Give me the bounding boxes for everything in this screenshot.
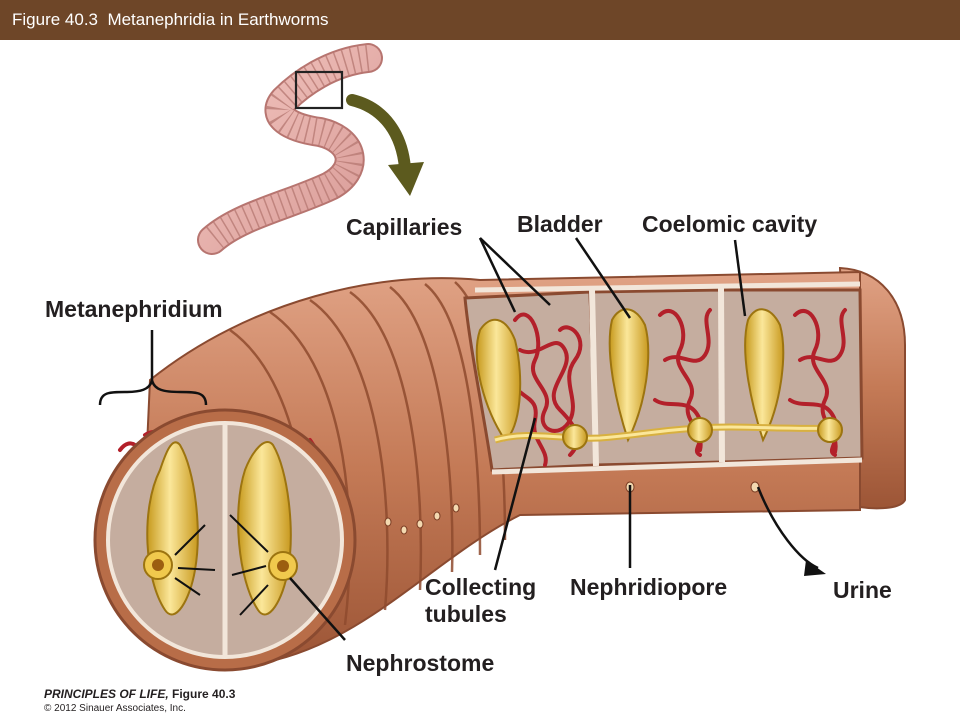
- book-title: PRINCIPLES OF LIFE: [44, 687, 166, 701]
- label-collecting-tubules-1: Collecting: [425, 574, 537, 600]
- back-nephridia: [475, 308, 843, 450]
- credit-block: PRINCIPLES OF LIFE, Figure 40.3 © 2012 S…: [44, 687, 235, 714]
- label-urine: Urine: [833, 577, 892, 603]
- cross-section: [93, 408, 357, 672]
- figure-title: Figure 40.3 Metanephridia in Earthworms: [12, 10, 329, 29]
- label-coelomic-cavity: Coelomic cavity: [642, 211, 818, 237]
- label-nephrostome: Nephrostome: [346, 650, 495, 676]
- book-figure: Figure 40.3: [172, 687, 236, 701]
- label-capillaries: Capillaries: [346, 214, 463, 240]
- label-nephridiopore: Nephridiopore: [570, 574, 728, 600]
- title-bar: Figure 40.3 Metanephridia in Earthworms: [0, 0, 960, 40]
- book-credit: PRINCIPLES OF LIFE, Figure 40.3: [44, 687, 236, 701]
- label-collecting-tubules-2: tubules: [425, 601, 507, 627]
- urine-arrowhead-icon: [804, 560, 826, 576]
- label-bladder: Bladder: [517, 211, 603, 237]
- whole-worm: [197, 43, 383, 255]
- copyright: © 2012 Sinauer Associates, Inc.: [44, 703, 186, 714]
- label-metanephridium: Metanephridium: [45, 296, 223, 322]
- zoom-arrow-icon: [346, 94, 424, 196]
- leader-lines: [98, 237, 819, 641]
- zoom-box: [294, 70, 344, 110]
